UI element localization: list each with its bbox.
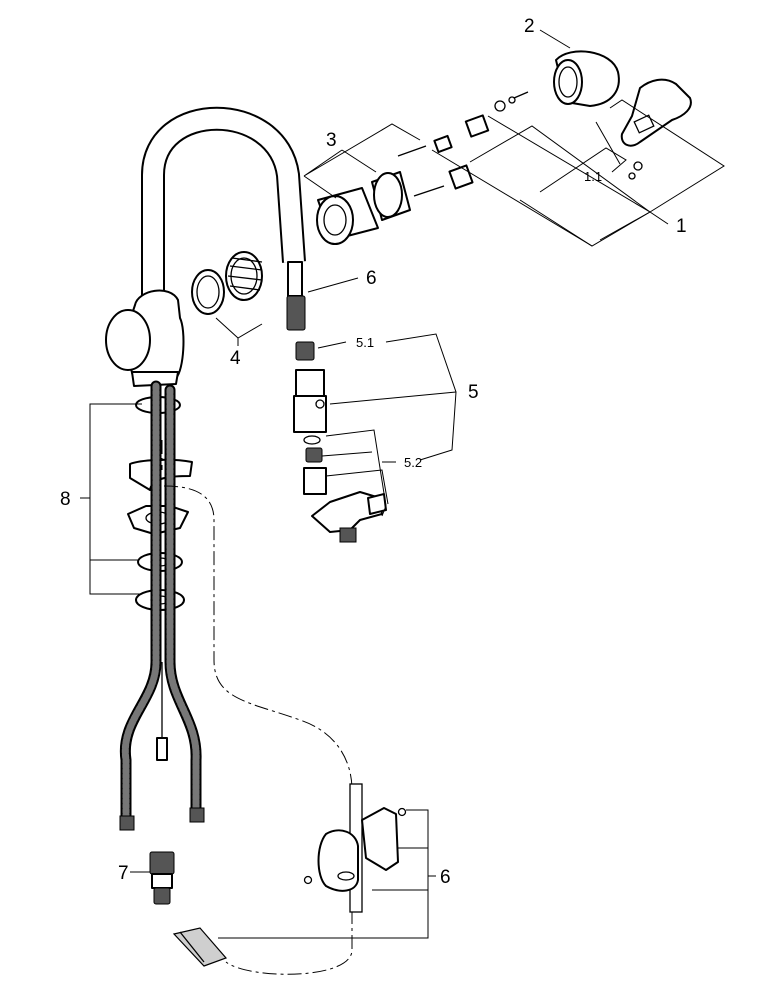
part-labels: 2 3 1.1 1 6 4 5.1 5 5.2 8 7 6 [60,16,687,888]
quick-connector-part-7 [149,851,175,905]
label-part-3: 3 [326,130,337,151]
faucet-spout [141,106,306,300]
label-part-2: 2 [524,16,535,37]
label-part-5-2: 5.2 [404,455,422,470]
diverter-part-5 [293,341,327,495]
label-part-7: 7 [118,863,129,884]
hose-route-line [161,440,353,975]
screws-and-washers [494,91,643,180]
label-part-4: 4 [230,348,241,369]
label-part-5-1: 5.1 [356,335,374,350]
label-part-5: 5 [468,382,479,403]
cap-part-2 [553,50,620,107]
label-part-6-top: 6 [366,268,377,289]
mounting-ring-part-4 [191,251,263,315]
hose-clip [311,491,387,543]
hose-weight-part-6 [303,783,407,913]
cartridge-assembly [316,114,490,245]
leader-lines [80,29,725,939]
label-part-8: 8 [60,489,71,510]
supply-hoses [119,380,205,831]
label-part-1: 1 [676,216,687,237]
label-part-6-bottom: 6 [440,867,451,888]
pullout-hose-end [172,927,228,967]
faucet-body [105,289,185,387]
lever-handle [620,78,692,147]
spout-hose-fitting [286,261,306,331]
label-part-1-1: 1.1 [584,169,602,184]
